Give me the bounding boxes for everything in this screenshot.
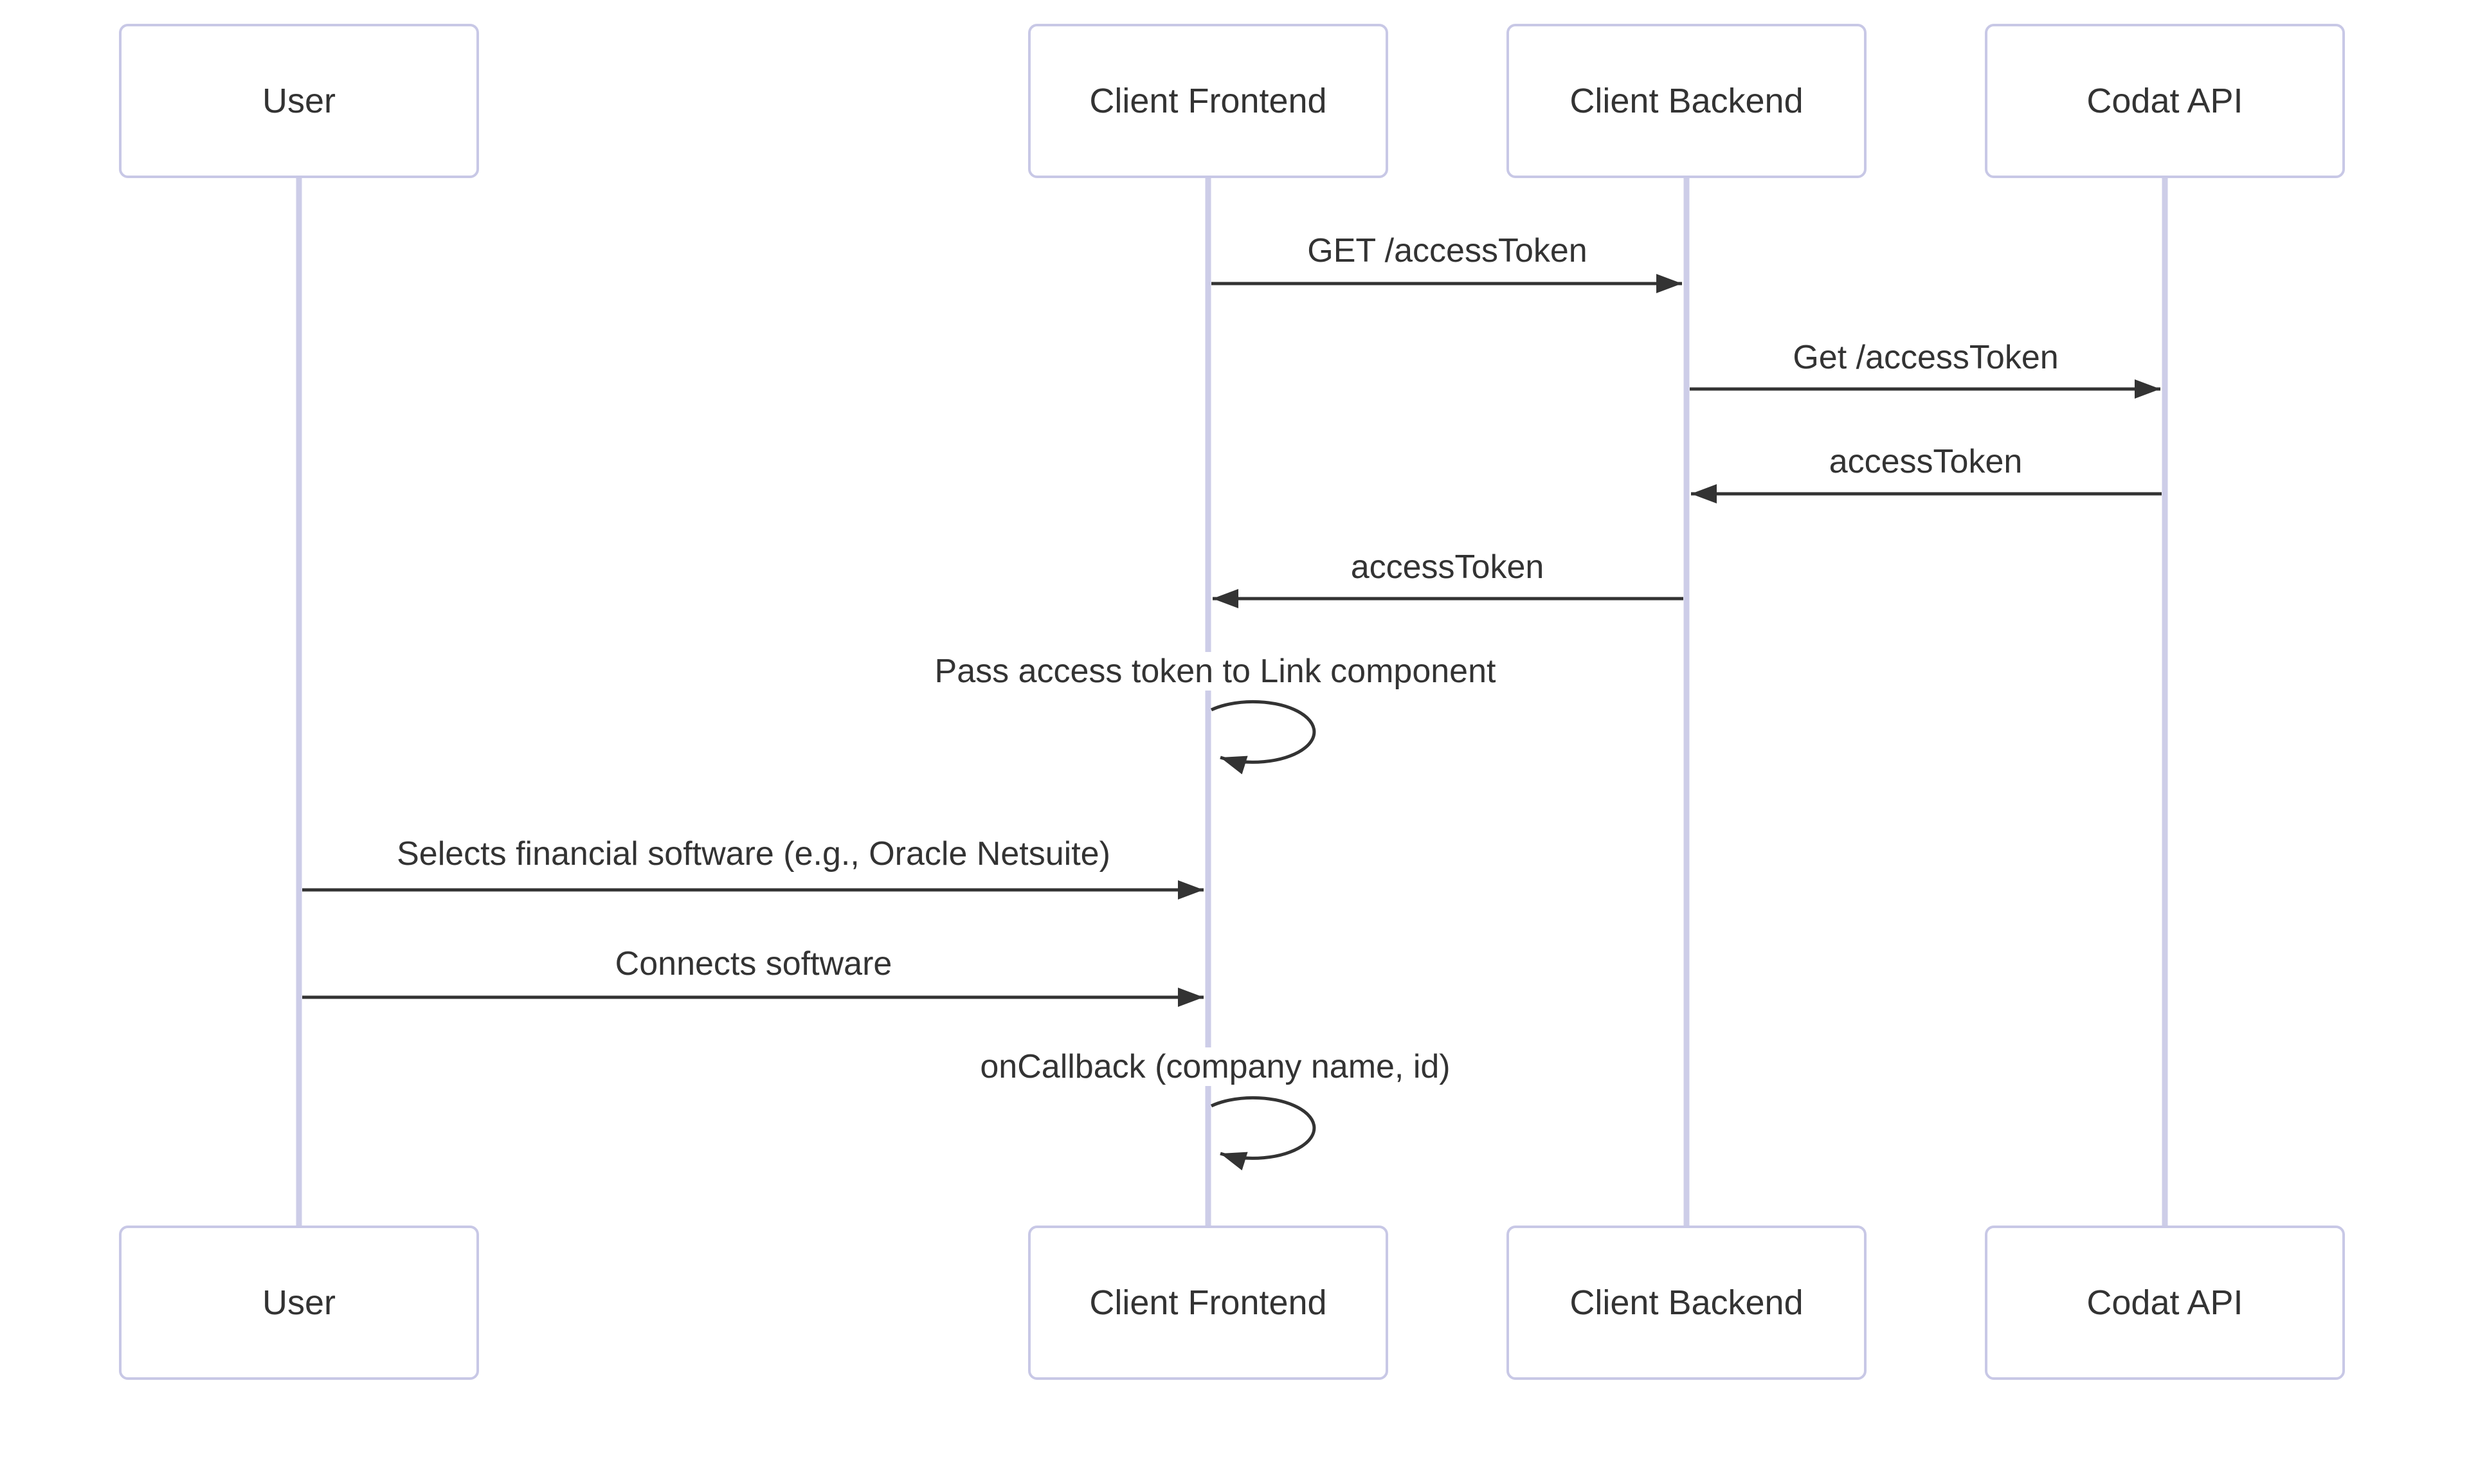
message-label-pass-access-token: Pass access token to Link component — [929, 652, 1501, 691]
actor-codat-api-top: Codat API — [1985, 24, 2345, 178]
self-loop-pass-access-token — [1210, 700, 1316, 775]
message-label-accesstoken-return-codat: accessToken — [1823, 442, 2028, 481]
actor-client-backend-bottom-label: Client Backend — [1569, 1283, 1804, 1322]
actor-user-bottom-label: User — [262, 1283, 336, 1322]
self-loop-oncallback — [1210, 1096, 1316, 1171]
message-label-connects-software: Connects software — [610, 945, 898, 983]
actor-codat-api-top-label: Codat API — [2086, 82, 2243, 120]
message-label-get-accesstoken-frontend: GET /accessToken — [1302, 231, 1593, 270]
actor-user-top: User — [119, 24, 479, 178]
actor-client-frontend-bottom-label: Client Frontend — [1089, 1283, 1327, 1322]
actor-codat-api-bottom-label: Codat API — [2086, 1283, 2243, 1322]
actor-client-backend-top: Client Backend — [1506, 24, 1867, 178]
actor-client-frontend-bottom: Client Frontend — [1028, 1226, 1388, 1380]
message-label-selects-financial-software: Selects financial software (e.g., Oracle… — [392, 835, 1116, 873]
actor-user-bottom: User — [119, 1226, 479, 1380]
actor-client-frontend-top-label: Client Frontend — [1089, 82, 1327, 120]
actor-client-backend-bottom: Client Backend — [1506, 1226, 1867, 1380]
message-label-oncallback: onCallback (company name, id) — [975, 1047, 1456, 1086]
message-label-get-accesstoken-backend: Get /accessToken — [1787, 338, 2064, 377]
actor-client-backend-top-label: Client Backend — [1569, 82, 1804, 120]
actor-client-frontend-top: Client Frontend — [1028, 24, 1388, 178]
actor-user-top-label: User — [262, 82, 336, 120]
actor-codat-api-bottom: Codat API — [1985, 1226, 2345, 1380]
message-label-accesstoken-return-backend: accessToken — [1345, 548, 1550, 586]
